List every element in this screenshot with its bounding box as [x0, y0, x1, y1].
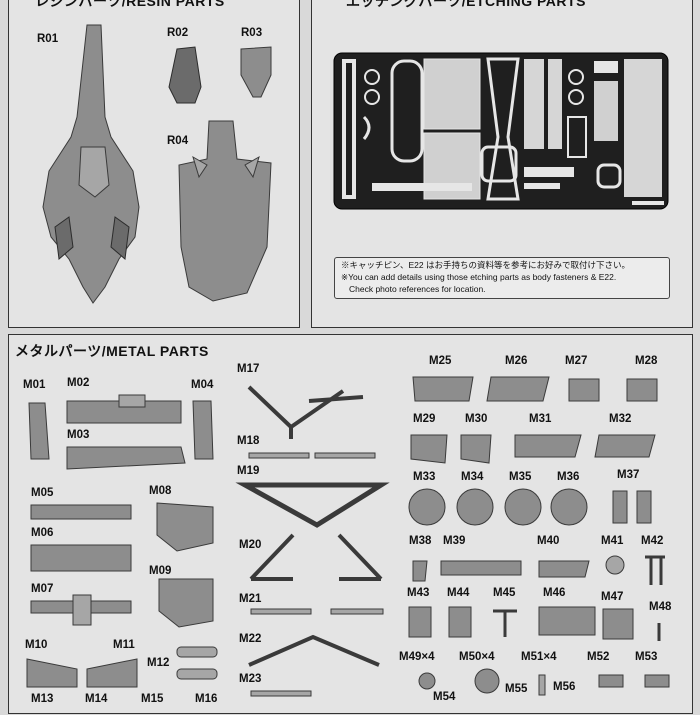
label-m16: M16: [195, 693, 218, 705]
label-m12: M12: [147, 657, 170, 669]
label-m18: M18: [237, 435, 260, 447]
label-m20: M20: [239, 539, 262, 551]
resin-parts-panel: レジンパーツ/RESIN PARTS R01 R02 R03 R04: [8, 0, 300, 328]
label-m56: M56: [553, 681, 576, 693]
metal-parts-title: メタルパーツ/METAL PARTS: [15, 343, 209, 359]
label-m14: M14: [85, 693, 108, 705]
resin-parts-drawing: [42, 24, 272, 304]
label-r02: R02: [167, 27, 189, 39]
label-m53: M53: [635, 651, 658, 663]
label-m13: M13: [31, 693, 54, 705]
label-m39: M39: [443, 535, 466, 547]
label-m07: M07: [31, 583, 54, 595]
label-m32: M32: [609, 413, 632, 425]
label-m54: M54: [433, 691, 456, 703]
label-m23: M23: [239, 673, 262, 685]
etching-note-en-2: Check photo references for location.: [349, 284, 486, 294]
label-m50: M50×4: [459, 651, 495, 663]
etching-note-jp: ※キャッチピン、E22 はお手持ちの資料等を参考にお好みで取付け下さい。: [341, 260, 630, 270]
label-m01: M01: [23, 379, 46, 391]
label-m33: M33: [413, 471, 436, 483]
label-m42: M42: [641, 535, 664, 547]
label-m03: M03: [67, 429, 90, 441]
label-m19: M19: [237, 465, 260, 477]
label-r03: R03: [241, 27, 263, 39]
label-r04: R04: [167, 135, 189, 147]
label-m11: M11: [113, 639, 135, 651]
label-m45: M45: [493, 587, 516, 599]
label-m28: M28: [635, 355, 658, 367]
metal-parts-drawing: [26, 376, 670, 697]
label-m36: M36: [557, 471, 580, 483]
label-m05: M05: [31, 487, 54, 499]
label-m35: M35: [509, 471, 532, 483]
label-m08: M08: [149, 485, 172, 497]
label-m09: M09: [149, 565, 172, 577]
label-m49: M49×4: [399, 651, 435, 663]
label-m43: M43: [407, 587, 430, 599]
metal-parts-panel: メタルパーツ/METAL PARTS: [8, 334, 693, 714]
label-m30: M30: [465, 413, 488, 425]
label-m46: M46: [543, 587, 566, 599]
label-m27: M27: [565, 355, 588, 367]
label-m31: M31: [529, 413, 552, 425]
etching-parts-panel: エッチングパーツ/ETCHING PARTS ※キャッチピン、E22 はお手持ち…: [311, 0, 693, 328]
label-m44: M44: [447, 587, 470, 599]
label-m26: M26: [505, 355, 528, 367]
label-m29: M29: [413, 413, 436, 425]
etching-parts-title: エッチングパーツ/ETCHING PARTS: [346, 0, 586, 9]
label-m55: M55: [505, 683, 528, 695]
label-r01: R01: [37, 33, 59, 45]
label-m34: M34: [461, 471, 484, 483]
label-m25: M25: [429, 355, 452, 367]
label-m06: M06: [31, 527, 54, 539]
label-m22: M22: [239, 633, 262, 645]
label-m48: M48: [649, 601, 672, 613]
label-m51: M51×4: [521, 651, 557, 663]
label-m47: M47: [601, 591, 624, 603]
etching-note-en-1: ※You can add details using those etching…: [341, 272, 617, 282]
resin-parts-title: レジンパーツ/RESIN PARTS: [35, 0, 225, 9]
label-m37: M37: [617, 469, 640, 481]
label-m52: M52: [587, 651, 610, 663]
label-m02: M02: [67, 377, 90, 389]
label-m41: M41: [601, 535, 624, 547]
etching-sheet-drawing: [333, 52, 669, 210]
label-m38: M38: [409, 535, 432, 547]
label-m04: M04: [191, 379, 214, 391]
label-m15: M15: [141, 693, 164, 705]
label-m10: M10: [25, 639, 48, 651]
etching-note-box: ※キャッチピン、E22 はお手持ちの資料等を参考にお好みで取付け下さい。 ※Yo…: [334, 257, 670, 299]
label-m17: M17: [237, 363, 260, 375]
label-m21: M21: [239, 593, 262, 605]
label-m40: M40: [537, 535, 560, 547]
